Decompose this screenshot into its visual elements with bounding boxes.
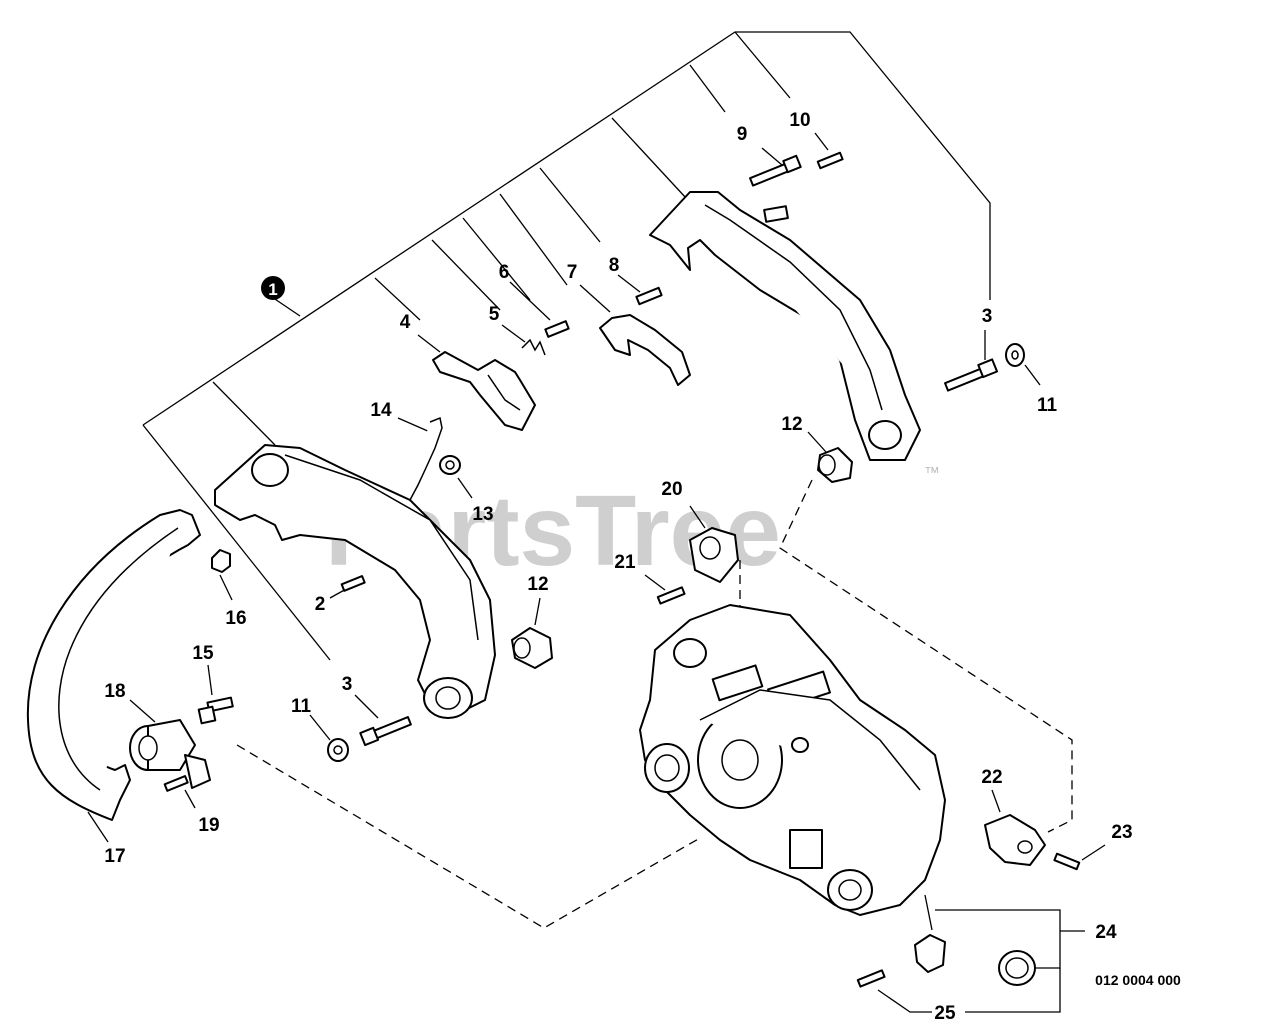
callout-14: 14 — [370, 400, 392, 421]
callout-18: 18 — [104, 681, 125, 702]
assembly-callout-1: 1 — [261, 276, 285, 300]
rear-handle — [649, 191, 921, 461]
callout-9: 9 — [737, 124, 748, 145]
callout-19: 19 — [198, 815, 219, 836]
part-11-washer-lower — [309, 714, 349, 762]
callout-21: 21 — [614, 552, 636, 573]
part-3-bolt-lower — [354, 694, 412, 747]
part-14-wire — [397, 416, 443, 506]
callout-22: 22 — [981, 767, 1002, 788]
part-9-bolt — [749, 147, 802, 187]
callout-7: 7 — [567, 262, 578, 283]
figure-code: 012 0004 000 — [1095, 972, 1181, 988]
callout-8: 8 — [609, 255, 620, 276]
part-21-screw — [644, 574, 686, 605]
part-11-washer-upper — [1005, 343, 1041, 386]
part-10-screw — [814, 132, 844, 170]
callout-25: 25 — [934, 1003, 956, 1024]
callout-10: 10 — [789, 110, 810, 131]
callout-11-lower: 11 — [291, 696, 312, 717]
part-5-spring — [501, 324, 546, 356]
callout-13: 13 — [472, 504, 493, 525]
callout-15: 15 — [192, 643, 214, 664]
part-8-pin — [617, 274, 663, 306]
callout-20: 20 — [661, 479, 682, 500]
crankcase — [639, 604, 946, 916]
callout-23: 23 — [1111, 822, 1132, 843]
part-23-screw — [1053, 844, 1106, 871]
part-17-handle-bar — [26, 509, 201, 843]
part-22-bracket — [984, 789, 1046, 866]
part-24-seal — [935, 909, 1085, 986]
watermark-trademark: ™ — [924, 465, 940, 482]
callout-17: 17 — [104, 846, 125, 867]
callout-3-upper: 3 — [982, 306, 993, 327]
part-3-bolt-upper — [944, 330, 999, 392]
part-25-plate-screw — [856, 894, 1061, 1013]
callout-labels: 2 3 3 4 5 6 7 8 9 10 11 11 12 12 13 14 1… — [104, 110, 1132, 1024]
svg-text:1: 1 — [268, 280, 277, 299]
part-20-mount — [689, 505, 739, 583]
part-7-trigger — [579, 284, 691, 386]
part-18-mount — [129, 699, 196, 771]
part-2-screw — [329, 575, 366, 599]
callout-11-upper: 11 — [1037, 395, 1058, 416]
callout-16: 16 — [225, 608, 246, 629]
callout-5: 5 — [489, 304, 500, 325]
part-12-mount-lower — [511, 597, 553, 669]
handle-housing — [214, 444, 496, 719]
part-13-grommet — [439, 455, 473, 499]
part-15-stud — [197, 664, 234, 725]
part-6-pin — [509, 281, 570, 338]
part-12-mount-upper — [807, 431, 853, 483]
callout-3-lower: 3 — [342, 674, 353, 695]
callout-4: 4 — [400, 312, 411, 333]
callout-12-upper: 12 — [781, 414, 802, 435]
callout-24: 24 — [1095, 922, 1117, 943]
part-4-lever — [417, 334, 536, 431]
part-19-screw — [163, 754, 211, 809]
part-16-nut — [211, 549, 233, 601]
assembly-group-lines — [142, 31, 991, 661]
callout-2: 2 — [315, 594, 326, 615]
callout-12-lower: 12 — [527, 574, 548, 595]
callout-6: 6 — [499, 262, 510, 283]
